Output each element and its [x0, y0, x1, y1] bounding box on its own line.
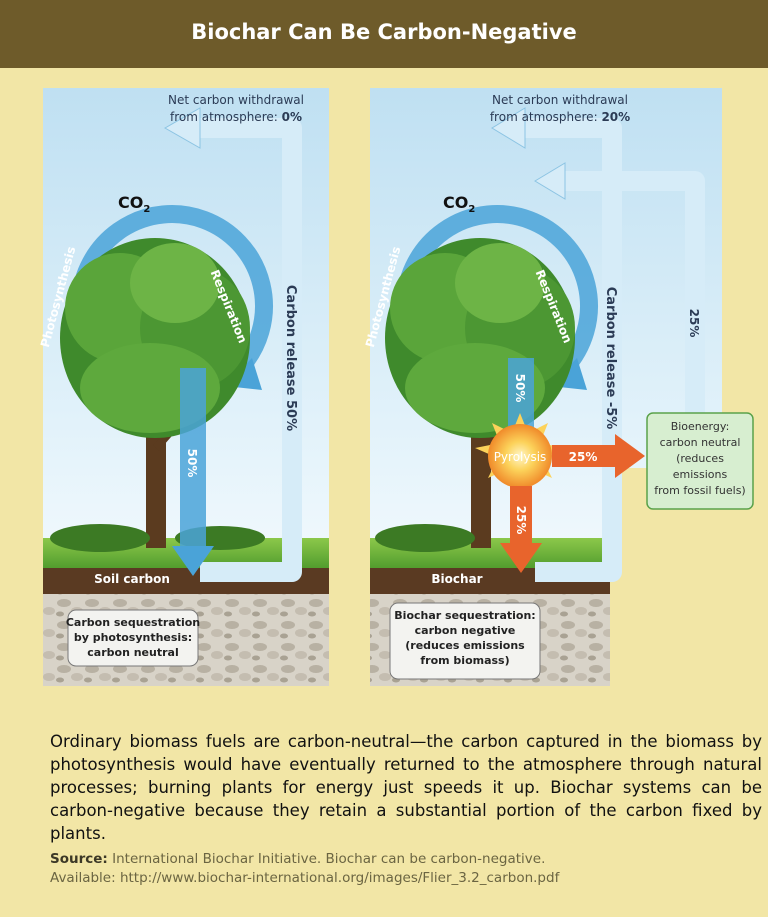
bioenergy-line3: (reduces: [676, 452, 724, 465]
left-release-arrowhead: [163, 107, 201, 149]
right-withdrawal-line2: from atmosphere: 20%: [490, 110, 630, 124]
left-withdrawal-line2: from atmosphere: 0%: [170, 110, 302, 124]
left-down-arrow: [180, 368, 206, 548]
right-info-box: [389, 602, 541, 680]
right-ground-label: Biochar: [431, 572, 482, 586]
right-withdrawal-value: 20%: [601, 110, 630, 124]
left-panel: 50% Net carbon withdrawal from atmospher…: [38, 88, 329, 686]
right-box-line1: Biochar sequestration:: [394, 609, 535, 622]
left-box-line3: carbon neutral: [87, 646, 178, 659]
source-text: International Biochar Initiative. Biocha…: [107, 851, 546, 867]
right-box-line4: from biomass): [420, 654, 509, 667]
right-box-line2: carbon negative: [415, 624, 516, 637]
left-withdrawal-line1: Net carbon withdrawal: [168, 93, 304, 107]
biochar-diagram: 50% Net carbon withdrawal from atmospher…: [38, 88, 754, 686]
caption: Ordinary biomass fuels are carbon-neutra…: [50, 732, 762, 843]
right-withdrawal-line1: Net carbon withdrawal: [492, 93, 628, 107]
arrow-to-biochar: [510, 486, 532, 546]
left-carbon-release-arrow: [195, 118, 302, 582]
page-title: Biochar Can Be Carbon-Negative: [191, 20, 577, 44]
bioenergy-box: [646, 412, 754, 510]
bioenergy-line1: Bioenergy:: [671, 420, 730, 433]
bioenergy-line5: from fossil fuels): [654, 484, 745, 497]
title-bar: Biochar Can Be Carbon-Negative: [0, 0, 768, 68]
right-carbon-release-label: Carbon release -5%: [603, 287, 618, 430]
bioenergy-return-pct: 25%: [687, 309, 701, 338]
bioenergy-return-arrow: [560, 171, 705, 423]
left-box-line1: Carbon sequestration: [66, 616, 200, 629]
pyrolysis-label: Pyrolysis: [494, 450, 547, 464]
right-tree: [375, 238, 575, 552]
left-withdrawal-value: 0%: [282, 110, 302, 124]
left-ground-label: Soil carbon: [94, 572, 170, 586]
left-info-box: [67, 609, 199, 667]
right-down-pct: 50%: [513, 374, 527, 403]
right-carbon-release-arrow: [520, 118, 622, 582]
arrow-to-bioenergy: [552, 445, 617, 467]
right-co2-label: CO2: [443, 193, 475, 215]
left-co2-label: CO2: [118, 193, 150, 215]
source-url: Available: http://www.biochar-internatio…: [50, 870, 560, 886]
bioenergy-line2: carbon neutral: [660, 436, 741, 449]
right-box-line3: (reduces emissions: [405, 639, 525, 652]
source-citation: Source: International Biochar Initiative…: [50, 850, 762, 888]
source-label: Source:: [50, 851, 108, 867]
to-bioenergy-pct: 25%: [569, 450, 598, 464]
left-tree: [50, 238, 265, 552]
to-biochar-pct: 25%: [514, 506, 528, 535]
bioenergy-line4: emissions: [673, 468, 728, 481]
left-box-line2: by photosynthesis:: [74, 631, 192, 644]
right-panel: 25% 50% Pyrolysis 25% 25%: [363, 88, 754, 686]
left-down-pct: 50%: [185, 449, 199, 478]
left-co2-cycle: [70, 205, 273, 375]
left-carbon-release-label: Carbon release 50%: [283, 285, 298, 431]
